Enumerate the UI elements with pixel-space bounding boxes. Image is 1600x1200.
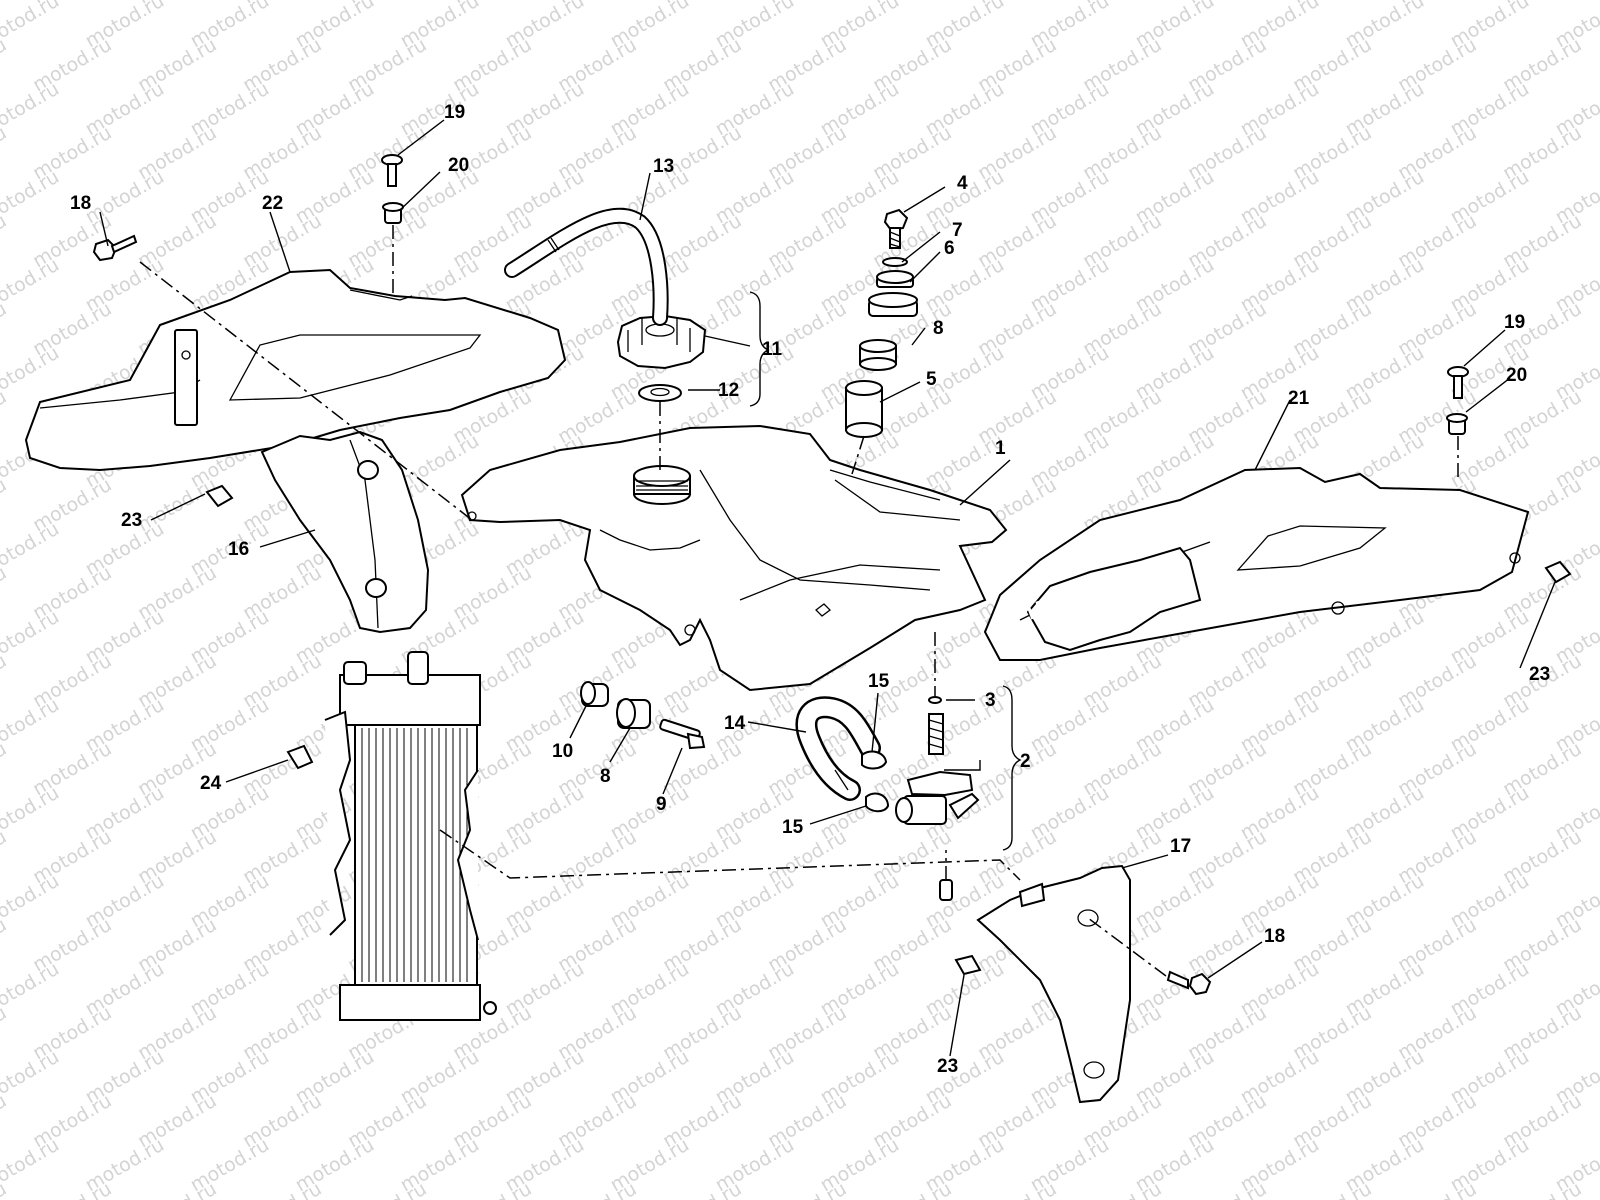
watermark-text: motod.ru bbox=[0, 958, 63, 1021]
watermark-text: motod.ru bbox=[0, 1134, 63, 1197]
watermark-text: motod.ru bbox=[1289, 1178, 1375, 1200]
watermark-text: motod.ru bbox=[764, 1178, 850, 1200]
label-part-18b: 18 bbox=[1264, 926, 1285, 947]
watermark-text: motod.ru bbox=[0, 606, 63, 669]
screws-and-washers bbox=[381, 154, 1469, 435]
watermark-text: motod.ru bbox=[0, 518, 63, 581]
watermark-text: motod.ru bbox=[0, 826, 10, 889]
watermark-text: motod.ru bbox=[0, 34, 10, 97]
watermark-text: motod.ru bbox=[1499, 1178, 1585, 1200]
label-part-9: 9 bbox=[656, 794, 667, 815]
label-part-4: 4 bbox=[957, 173, 968, 194]
watermark-text: motod.ru bbox=[0, 386, 10, 449]
label-part-15a: 15 bbox=[868, 671, 890, 692]
label-part-23c: 23 bbox=[937, 1056, 958, 1077]
watermark-text: motod.ru bbox=[1184, 1178, 1270, 1200]
watermark-text: motod.ru bbox=[0, 298, 10, 361]
watermark-text: motod.ru bbox=[0, 0, 63, 52]
label-part-8b: 8 bbox=[600, 766, 611, 787]
tank-mount-stack bbox=[845, 208, 918, 438]
watermark-text: motod.ru bbox=[1079, 1178, 1165, 1200]
label-part-10: 10 bbox=[552, 741, 573, 762]
label-part-7: 7 bbox=[952, 220, 963, 241]
label-part-6: 6 bbox=[944, 238, 955, 259]
watermark-text: motod.ru bbox=[0, 782, 63, 845]
label-part-17: 17 bbox=[1170, 836, 1191, 857]
watermark-text: motod.ru bbox=[0, 650, 10, 713]
watermark-text: motod.ru bbox=[0, 562, 10, 625]
watermark-text: motod.ru bbox=[0, 474, 10, 537]
radiator bbox=[324, 651, 497, 1021]
watermark-text: motod.ru bbox=[0, 1178, 10, 1200]
label-part-24: 24 bbox=[200, 773, 222, 794]
left-side-bracket bbox=[260, 430, 430, 634]
fuel-tank bbox=[460, 424, 1008, 692]
label-part-11: 11 bbox=[762, 339, 783, 360]
right-radiator-shroud: Husqvarna bbox=[983, 466, 1530, 661]
clips bbox=[205, 484, 1572, 976]
label-part-20b: 20 bbox=[1506, 365, 1527, 386]
watermark-text: motod.ru bbox=[0, 1090, 10, 1153]
fuel-hose bbox=[795, 696, 881, 801]
label-part-19a: 19 bbox=[444, 102, 465, 123]
breather-hose bbox=[504, 207, 669, 326]
label-part-1: 1 bbox=[995, 438, 1006, 459]
fuel-tap bbox=[895, 696, 980, 901]
watermark-text: motod.ru bbox=[0, 914, 10, 977]
label-part-18a: 18 bbox=[70, 193, 91, 214]
watermark-text: motod.ru bbox=[0, 166, 63, 229]
watermark-text: motod.ru bbox=[134, 1178, 220, 1200]
label-part-12: 12 bbox=[718, 380, 739, 401]
watermark-text: motod.ru bbox=[869, 1178, 955, 1200]
assembly-lines bbox=[139, 225, 1459, 977]
label-part-21: 21 bbox=[1288, 388, 1310, 409]
label-part-3: 3 bbox=[985, 690, 996, 711]
watermark-text: motod.ru bbox=[239, 1178, 325, 1200]
watermark-text: motod.ru bbox=[0, 210, 10, 273]
label-part-5: 5 bbox=[926, 369, 937, 390]
filler-neck bbox=[633, 465, 691, 505]
spacer-bolt-set bbox=[580, 681, 706, 750]
watermark-text: motod.ru bbox=[659, 1178, 745, 1200]
watermark-text: motod.ru bbox=[0, 694, 63, 757]
label-part-15b: 15 bbox=[782, 817, 804, 838]
watermark-text: motod.ru bbox=[0, 342, 63, 405]
bolts-18 bbox=[92, 234, 1212, 996]
watermark-text: motod.ru bbox=[974, 1178, 1060, 1200]
watermark-text: motod.ru bbox=[554, 1178, 640, 1200]
callout-labels: 1 2 3 4 5 6 7 8 8 9 10 11 12 13 14 15 15… bbox=[70, 102, 1550, 1077]
watermark-text: motod.ru bbox=[0, 122, 10, 185]
label-part-16: 16 bbox=[228, 539, 249, 560]
label-part-2: 2 bbox=[1020, 751, 1031, 772]
label-part-22: 22 bbox=[262, 193, 283, 214]
watermark-text: motod.ru bbox=[29, 1178, 115, 1200]
lower-bracket bbox=[976, 864, 1131, 1104]
label-part-19b: 19 bbox=[1504, 312, 1525, 333]
left-radiator-shroud bbox=[24, 268, 567, 472]
watermark-text: motod.ru bbox=[449, 1178, 535, 1200]
watermark-text: motod.ru bbox=[0, 1046, 63, 1109]
hose-clamps bbox=[861, 750, 890, 813]
label-part-20a: 20 bbox=[448, 155, 469, 176]
watermark-text: motod.ru bbox=[0, 1002, 10, 1065]
watermark-text: motod.ru bbox=[0, 738, 10, 801]
radiator-fins bbox=[361, 728, 468, 982]
fuel-cap bbox=[616, 314, 707, 402]
watermark-text: motod.ru bbox=[0, 254, 63, 317]
watermark-text: motod.ru bbox=[1394, 1178, 1480, 1200]
watermark-text: motod.ru bbox=[344, 1178, 430, 1200]
label-part-8a: 8 bbox=[933, 318, 944, 339]
label-part-13: 13 bbox=[653, 156, 674, 177]
label-part-23a: 23 bbox=[121, 510, 142, 531]
watermark-text: motod.ru bbox=[0, 78, 63, 141]
leader-lines bbox=[99, 119, 1556, 1057]
label-part-14: 14 bbox=[724, 713, 746, 734]
watermark-text: motod.ru bbox=[0, 870, 63, 933]
label-part-23b: 23 bbox=[1529, 664, 1550, 685]
watermark-text: motod.ru bbox=[0, 0, 10, 8]
